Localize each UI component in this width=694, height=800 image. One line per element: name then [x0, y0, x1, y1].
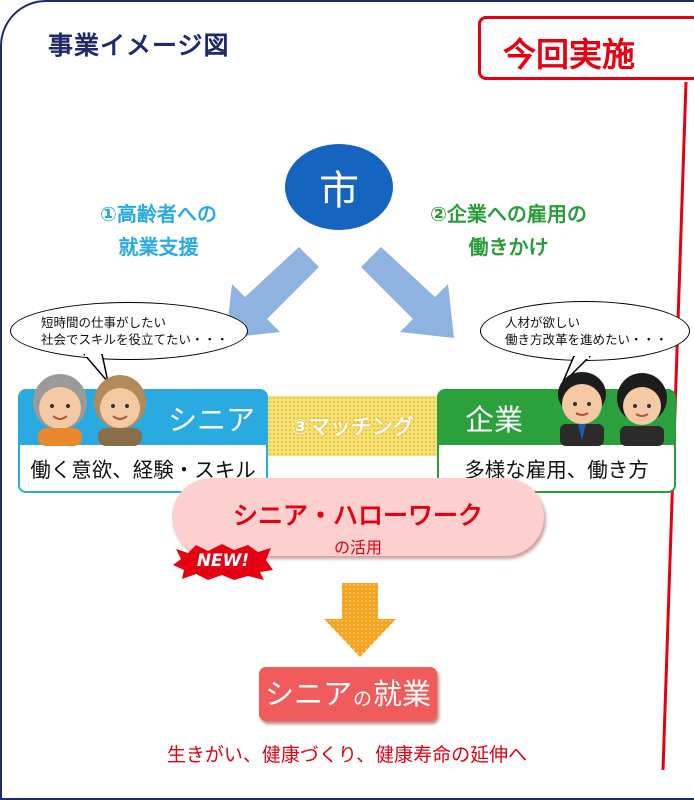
hellowork-title: シニア・ハローワーク — [232, 501, 483, 530]
senior-speech-line2: 社会でスキルを役立てたい・・・ — [41, 332, 229, 347]
corp-label: 企業 — [465, 403, 524, 437]
senior-label: シニア — [168, 403, 256, 437]
matching-band: ③マッチング — [268, 396, 437, 456]
step1-line1: ①高齢者への — [100, 202, 217, 226]
corp-speech-bubble: 人材が欲しい 働き方改革を進めたい・・・ — [480, 301, 690, 361]
result-part2: の — [352, 688, 372, 710]
hellowork-subtitle: の活用 — [333, 538, 382, 557]
senior-speech-bubble: 短時間の仕事がしたい 社会でスキルを役立てたい・・・ — [10, 302, 248, 360]
business-people-illustration — [558, 372, 667, 446]
matching-label: ③マッチング — [291, 415, 414, 439]
callout-box: 今回実施 — [478, 16, 694, 80]
city-node: 市 — [285, 144, 393, 230]
senior-employment-result: シニア の 就業 — [259, 667, 437, 721]
step2-line2: 働きかけ — [468, 235, 549, 259]
corp-speech-line2: 働き方改革を進めたい・・・ — [505, 332, 668, 347]
page-title: 事業イメージ図 — [48, 31, 230, 60]
callout-text: 今回実施 — [503, 35, 635, 74]
result-part3: 就業 — [373, 677, 432, 711]
new-badge-label: NEW! — [196, 551, 250, 571]
senior-speech-line1: 短時間の仕事がしたい — [41, 315, 167, 330]
step2-label: ②企業への雇用の 働きかけ — [430, 198, 587, 264]
footer-goal-text: 生きがい、健康づくり、健康寿命の延伸へ — [166, 744, 528, 766]
result-part1: シニア — [264, 677, 352, 711]
diagonal-arrow-right — [361, 247, 454, 338]
corp-speech-line1: 人材が欲しい — [505, 315, 581, 330]
step2-line1: ②企業への雇用の — [430, 202, 587, 226]
seniors-illustration — [33, 374, 146, 446]
hellowork-box: シニア・ハローワーク の活用 — [172, 478, 544, 557]
diagonal-arrow-left — [226, 247, 319, 338]
new-badge-starburst — [173, 544, 273, 580]
step1-label: ①高齢者への 就業支援 — [100, 198, 217, 264]
down-arrow-icon — [324, 583, 396, 657]
flow-arrows — [226, 247, 454, 338]
step1-line2: 就業支援 — [118, 235, 199, 259]
new-badge: NEW! — [172, 543, 274, 581]
senior-speech-tail — [83, 354, 109, 383]
